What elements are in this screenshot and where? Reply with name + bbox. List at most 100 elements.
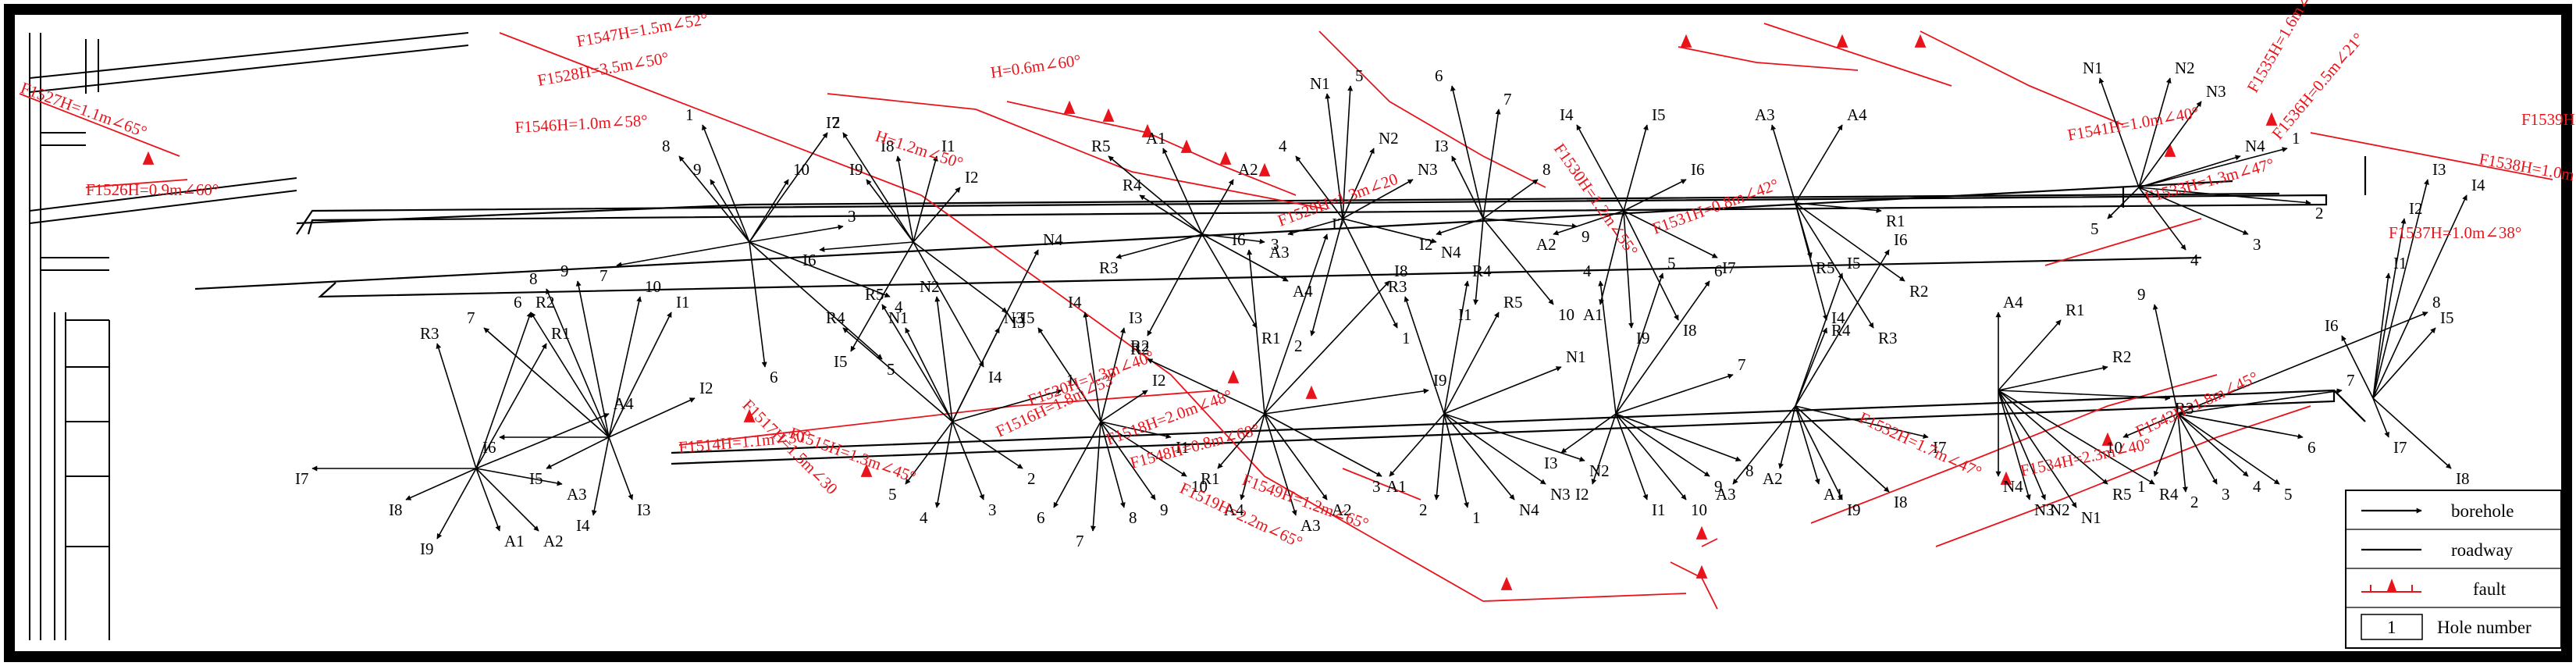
- borehole-ray: [1998, 390, 2108, 485]
- borehole-ray: [1770, 124, 1796, 204]
- hole-number-label: 3: [848, 207, 856, 226]
- borehole-ray: [2152, 304, 2179, 415]
- borehole-ray: [1264, 280, 1390, 415]
- hole-number-label: 10: [645, 277, 661, 296]
- borehole-ray: [546, 436, 610, 469]
- hole-number-label: I4: [1831, 308, 1845, 327]
- borehole-ray: [1623, 210, 1679, 321]
- borehole-ray: [608, 436, 634, 500]
- borehole-ray: [1100, 327, 1126, 422]
- borehole-ray: [1264, 413, 1328, 500]
- legend-hole-number-label: Hole number: [2437, 618, 2532, 637]
- borehole-ray: [913, 187, 961, 243]
- hole-number-label: R5: [1091, 137, 1111, 155]
- borehole-ray: [1139, 194, 1203, 235]
- borehole-ray: [2372, 397, 2452, 469]
- hole-number-label: I6: [1894, 230, 1908, 249]
- hole-number-label: N1: [2083, 59, 2103, 77]
- borehole-ray: [952, 421, 1023, 469]
- hole-number-label: N1: [2081, 508, 2101, 527]
- borehole-ray: [1795, 202, 1905, 282]
- hole-number-label: R3: [1388, 277, 1407, 296]
- map-border: [4, 4, 2572, 662]
- hole-number-label: I5: [1652, 105, 1666, 124]
- hole-number-label: N3: [2034, 500, 2055, 519]
- hole-number-label: 5: [2090, 219, 2099, 238]
- borehole-ray: [1247, 249, 1265, 415]
- hole-number-label: 2: [1027, 469, 1036, 488]
- borehole-ray: [1482, 218, 1554, 305]
- hole-number-label: 3: [1271, 235, 1279, 254]
- borehole-ray: [1795, 249, 1890, 407]
- hole-number-label: I6: [1232, 230, 1246, 249]
- borehole-ray: [1100, 421, 1172, 440]
- borehole-ray: [1217, 413, 1265, 469]
- hole-number-label: 8: [1542, 160, 1551, 179]
- borehole-ray: [2177, 413, 2280, 485]
- hole-number-label: I3: [1435, 137, 1449, 155]
- borehole-ray: [2122, 413, 2179, 438]
- borehole-ray: [1147, 233, 1203, 337]
- legend-borehole-label: borehole: [2451, 501, 2514, 521]
- borehole-ray: [1090, 421, 1101, 532]
- fault-annotation: F1530H=1.2m∠55°: [1550, 140, 1642, 259]
- hole-number-label: R5: [865, 285, 884, 304]
- hole-number-label: 5: [1667, 254, 1676, 272]
- borehole-ray: [749, 241, 891, 297]
- hole-number-label: I6: [482, 438, 496, 457]
- borehole-ray: [475, 343, 547, 469]
- hole-number-label: R4: [1123, 176, 1142, 194]
- hole-number-label: 6: [1435, 66, 1443, 85]
- hole-number-label: 10: [2106, 438, 2122, 457]
- borehole-ray: [1342, 85, 1354, 219]
- borehole-ray: [952, 421, 984, 500]
- hole-number-label: I8: [1394, 262, 1408, 280]
- borehole-ray: [475, 468, 563, 486]
- hole-number-label: A3: [1300, 516, 1321, 535]
- borehole-ray: [1443, 413, 1469, 508]
- hole-number-label: 9: [2137, 285, 2146, 304]
- hole-number-label: N4: [2003, 477, 2023, 496]
- hole-number-label: I9: [1636, 329, 1650, 347]
- hole-number-label: R3: [2175, 399, 2194, 418]
- hole-number-label: I2: [1419, 235, 1433, 254]
- borehole-ray: [952, 249, 1039, 422]
- hole-number-label: I7: [295, 469, 309, 488]
- borehole-ray: [575, 280, 610, 438]
- borehole-ray: [1201, 179, 1234, 235]
- hole-number-label: I5: [1847, 254, 1861, 272]
- fault-annotation: F1526H=0.9m∠60°: [86, 180, 219, 199]
- hole-number-label: 6: [2307, 438, 2316, 457]
- borehole-ray: [1264, 233, 1329, 415]
- hole-number-label: I7: [826, 113, 840, 132]
- roadways: [194, 156, 2367, 465]
- borehole-ray: [2098, 77, 2140, 188]
- hole-number-label: I6: [802, 251, 817, 269]
- borehole-ray: [1295, 155, 1343, 219]
- borehole-ray: [1795, 405, 1820, 485]
- borehole-ray: [881, 304, 953, 422]
- borehole-ray: [2138, 147, 2288, 188]
- borehole-ray: [1615, 413, 1687, 500]
- hole-number-label: 9: [1160, 500, 1169, 519]
- hole-number-label: I4: [1560, 105, 1574, 124]
- hole-number-label: 8: [1745, 461, 1754, 480]
- hole-number-label: A4: [614, 394, 634, 413]
- hole-number-label: 9: [693, 160, 702, 179]
- borehole-ray: [546, 288, 610, 438]
- hole-number-label: 10: [793, 160, 809, 179]
- hole-number-label: 2: [1294, 337, 1303, 355]
- borehole-ray: [1443, 366, 1562, 415]
- legend: borehole roadway fault 1 Hole number: [2345, 490, 2562, 649]
- borehole-ray: [1795, 272, 1844, 407]
- borehole-ray: [1108, 155, 1203, 235]
- borehole-ray: [436, 343, 477, 469]
- hole-number-label: A2: [1332, 500, 1352, 519]
- borehole-ray: [1576, 124, 1624, 212]
- borehole-ray: [1342, 148, 1375, 219]
- hole-number-label: I8: [1894, 493, 1908, 511]
- hole-number-label: A1: [1823, 485, 1844, 504]
- hole-number-label: R1: [1201, 469, 1220, 488]
- borehole-ray: [913, 241, 984, 368]
- borehole-ray: [1264, 388, 1429, 415]
